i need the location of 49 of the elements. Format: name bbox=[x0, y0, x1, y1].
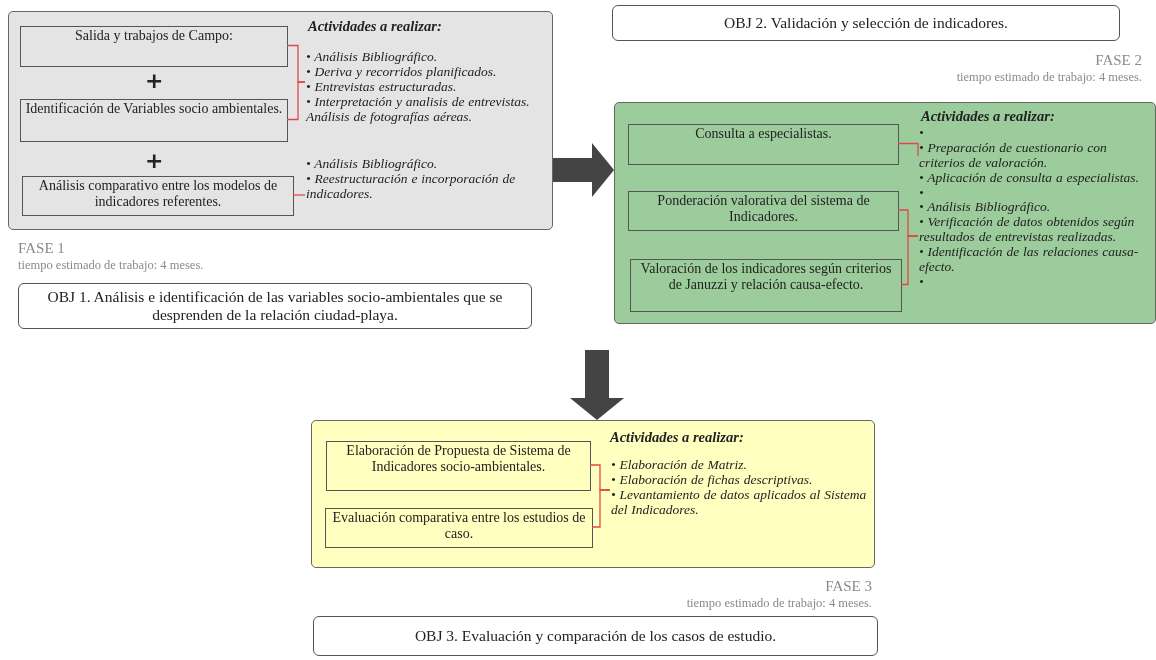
activity-item: • Reestructuración e incorporación de indicadores. bbox=[306, 171, 517, 201]
activity-item: • Análisis Bibliográfico. bbox=[306, 49, 439, 64]
process-box: Salida y trabajos de Campo: bbox=[20, 26, 288, 67]
phase-panel bbox=[614, 102, 1156, 324]
process-box: Ponderación valorativa del sistema de Indicadores. bbox=[628, 191, 899, 231]
activity-item: • Análisis Bibliográfico. bbox=[306, 156, 439, 171]
section-heading: Actividades a realizar: bbox=[921, 108, 1055, 125]
activity-item: • Aplicación de consulta a especialistas. bbox=[919, 170, 1140, 185]
phase-label: FASE 3 bbox=[825, 578, 872, 595]
process-box: Valoración de los indicadores según criterios de Januzzi y relación causa-efecto. bbox=[630, 259, 902, 312]
objective-box: OBJ 3. Evaluación y comparación de los casos de estudio. bbox=[313, 616, 878, 656]
process-box: Análisis comparativo entre los modelos de indicadores referentes. bbox=[22, 176, 294, 216]
duration-note: tiempo estimado de trabajo: 4 meses. bbox=[956, 70, 1142, 85]
activity-item: • bbox=[919, 274, 925, 289]
duration-note: tiempo estimado de trabajo: 4 meses. bbox=[686, 596, 872, 611]
phase-panel bbox=[311, 420, 875, 568]
objective-box: OBJ 1. Análisis e identificación de las variables socio-ambientales que se desprenden de la relación ciudad-playa. bbox=[18, 283, 532, 329]
block-arrow bbox=[570, 350, 624, 420]
activity-item: • Deriva y recorridos planificados. bbox=[306, 64, 498, 79]
activity-item: • Elaboración de fichas descriptivas. bbox=[611, 472, 814, 487]
section-heading: Actividades a realizar: bbox=[308, 18, 442, 35]
activity-item: • Entrevistas estructuradas. bbox=[306, 79, 458, 94]
duration-note: tiempo estimado de trabajo: 4 meses. bbox=[18, 258, 204, 273]
activity-item: • Preparación de cuestionario con criterios de valoración. bbox=[919, 140, 1108, 170]
bracket-connector bbox=[286, 81, 306, 121]
activity-item: • Identificación de las relaciones causa-efecto. bbox=[919, 244, 1140, 274]
block-arrow bbox=[553, 143, 614, 197]
activity-item: • bbox=[919, 185, 925, 200]
bracket-connector bbox=[900, 235, 919, 286]
process-box: Consulta a especialistas. bbox=[628, 124, 899, 165]
activity-item: • Análisis Bibliográfico. bbox=[919, 199, 1052, 214]
phase-label: FASE 1 bbox=[18, 240, 65, 257]
activity-item: • Levantamiento de datos aplicados al Sistema del Indicadores. bbox=[611, 487, 868, 517]
process-box: Identificación de Variables socio ambientales. bbox=[20, 99, 288, 142]
phase-label: FASE 2 bbox=[1095, 52, 1142, 69]
process-box: Elaboración de Propuesta de Sistema de Indicadores socio-ambientales. bbox=[326, 441, 591, 491]
bracket-connector bbox=[591, 489, 611, 528]
activity-item: • Verificación de datos obtenidos según resultados de entrevistas realizadas. bbox=[919, 214, 1136, 244]
process-box: Evaluación comparativa entre los estudios de caso. bbox=[325, 508, 593, 548]
activity-item: • Elaboración de Matriz. bbox=[611, 457, 748, 472]
bracket-connector bbox=[897, 142, 919, 157]
phase-panel bbox=[8, 11, 553, 230]
activity-item: • Interpretación y analisis de entrevistas. Análisis de fotografías aéreas. bbox=[306, 94, 531, 124]
objective-box: OBJ 2. Validación y selección de indicadores. bbox=[612, 5, 1120, 41]
section-heading: Actividades a realizar: bbox=[610, 429, 744, 446]
bracket-connector bbox=[292, 194, 306, 196]
activity-item: • bbox=[919, 125, 925, 140]
plus-sign: + bbox=[145, 70, 164, 92]
plus-sign: + bbox=[145, 150, 164, 172]
